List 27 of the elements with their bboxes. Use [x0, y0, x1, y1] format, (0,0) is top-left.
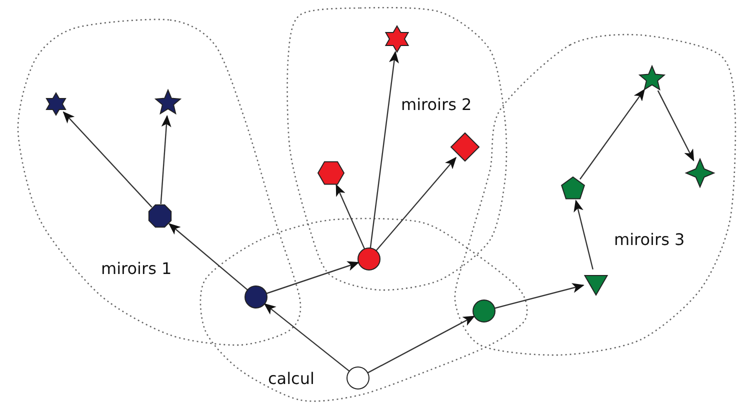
region-label: miroirs 1	[101, 260, 172, 278]
octagon-marker	[146, 202, 174, 230]
arrow	[168, 223, 248, 290]
circle-marker	[243, 284, 269, 310]
diamond-marker	[449, 131, 481, 163]
arrow	[367, 316, 476, 374]
arrow	[370, 50, 399, 248]
circle-marker	[345, 365, 371, 391]
arrow	[336, 184, 366, 250]
arrow	[160, 114, 172, 204]
circle-marker	[356, 246, 382, 272]
star-marker	[684, 157, 716, 189]
arrow	[657, 90, 694, 162]
arrow	[376, 156, 457, 252]
arrow	[62, 111, 152, 208]
arrow	[264, 303, 350, 372]
star-marker	[43, 91, 69, 117]
region-label: miroirs 2	[401, 96, 472, 114]
region-label: miroirs 3	[614, 231, 685, 249]
arrow	[574, 200, 594, 270]
arrow	[494, 283, 584, 309]
star-marker	[382, 24, 412, 54]
arrow	[266, 261, 360, 294]
circle-marker	[471, 298, 497, 324]
region-label: calcul	[268, 370, 314, 388]
arrow	[580, 88, 645, 180]
hexagon-marker	[316, 158, 346, 188]
